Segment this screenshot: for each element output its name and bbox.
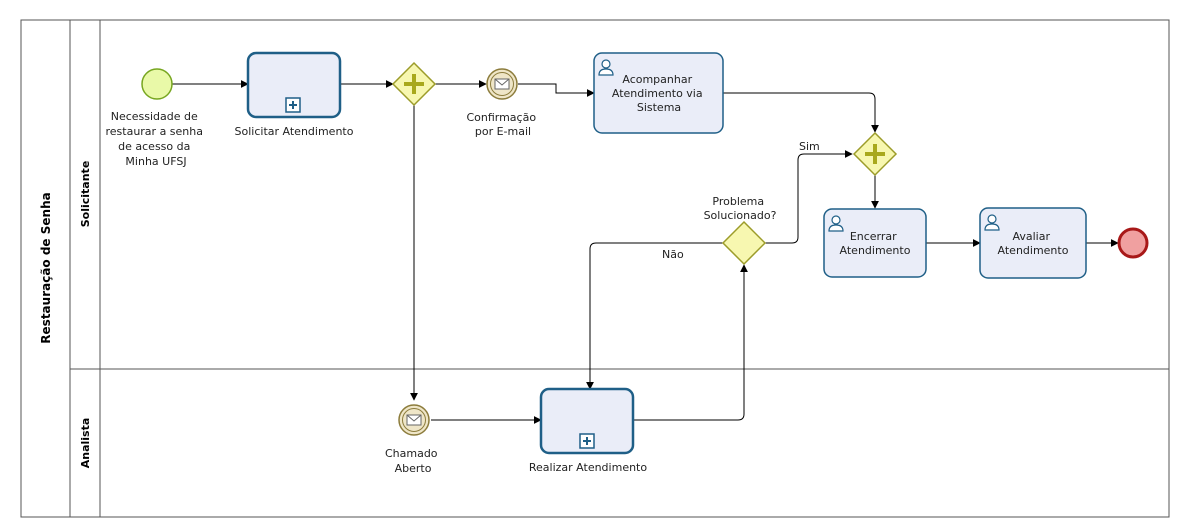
pool-title: Restauração de Senha: [39, 192, 53, 343]
task-acompanhar-atendimento[interactable]: [593, 52, 724, 134]
task-avaliar-atendimento[interactable]: [979, 207, 1087, 279]
subprocess-marker-icon: [285, 97, 301, 113]
message-event-confirmacao-label: Confirmação por E-mail: [466, 111, 539, 138]
flow-problema-nao: [586, 242, 723, 390]
plus-icon: [865, 144, 885, 164]
lane-title-analista: Analista: [79, 418, 92, 469]
exclusive-gateway-problema-label: Problema Solucionado?: [704, 195, 777, 222]
flow-realizar-to-problema: [633, 264, 748, 421]
envelope-icon: [494, 78, 510, 90]
plus-icon: [404, 74, 424, 94]
task-solicitar-label: Solicitar Atendimento: [235, 125, 354, 138]
message-event-chamado[interactable]: [398, 404, 430, 436]
exclusive-gateway-problema[interactable]: [721, 220, 767, 266]
parallel-gateway-join[interactable]: [852, 131, 898, 177]
sequence-flows: Sim Não: [172, 80, 1119, 424]
subprocess-marker-icon: [579, 433, 595, 449]
start-event[interactable]: [141, 68, 173, 100]
start-event-label: Necessidade de restaurar a senha de aces…: [105, 110, 206, 168]
task-realizar-label: Realizar Atendimento: [529, 461, 647, 474]
user-icon: [984, 214, 1000, 231]
task-realizar-atendimento[interactable]: [539, 387, 635, 455]
task-avaliar-label: Avaliar Atendimento: [998, 230, 1069, 257]
flow-label-sim: Sim: [799, 140, 820, 153]
flow-problema-sim: [765, 150, 853, 244]
parallel-gateway-split[interactable]: [391, 61, 437, 107]
flow-confirmacao-to-acompanhar: [518, 83, 595, 97]
message-event-confirmacao[interactable]: [486, 68, 518, 100]
user-icon: [828, 215, 844, 232]
task-acompanhar-label: Acompanhar Atendimento via Sistema: [612, 73, 706, 114]
message-event-chamado-label: Chamado Aberto: [385, 447, 441, 475]
task-encerrar-atendimento[interactable]: [823, 208, 927, 278]
lane-title-solicitante: Solicitante: [79, 161, 92, 228]
user-icon: [598, 59, 614, 76]
task-encerrar-label: Encerrar Atendimento: [840, 230, 911, 257]
envelope-icon: [406, 414, 422, 426]
end-event[interactable]: [1117, 227, 1149, 259]
task-solicitar-atendimento[interactable]: [246, 51, 342, 119]
flow-label-nao: Não: [662, 248, 684, 261]
flow-acompanhar-to-join: [723, 92, 879, 133]
